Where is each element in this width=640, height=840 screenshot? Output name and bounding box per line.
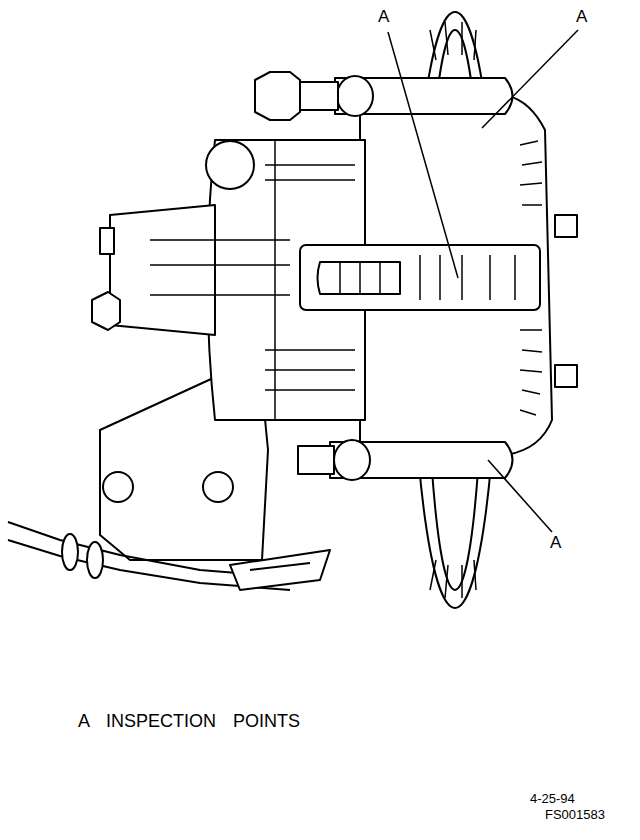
brake-hose (8, 522, 330, 590)
slider-boot (318, 262, 401, 294)
bolt-shank (298, 446, 334, 474)
slider-boot (337, 76, 373, 116)
pad-pin (555, 365, 577, 387)
bracket-hole (103, 472, 133, 502)
caliper-window (300, 245, 540, 310)
pad-pin (555, 215, 577, 237)
date-stamp: 4-25-94 (530, 792, 575, 806)
inlet-housing (110, 205, 215, 335)
bolt-head (92, 292, 120, 330)
slider-boot (334, 440, 370, 480)
bolt-shank (300, 82, 338, 110)
slider-ribs (340, 255, 515, 300)
callout-letter: A (378, 8, 389, 27)
bolt-head (255, 72, 300, 120)
fitting (100, 228, 114, 254)
callout-letter: A (550, 534, 561, 553)
callout-letter: A (576, 8, 587, 27)
bleeder-boss (206, 141, 254, 189)
leader-lines (388, 30, 578, 532)
key-caption: A INSPECTION POINTS (78, 712, 300, 732)
bracket-hole (203, 472, 233, 502)
figure-id: FS001583 (545, 808, 605, 822)
